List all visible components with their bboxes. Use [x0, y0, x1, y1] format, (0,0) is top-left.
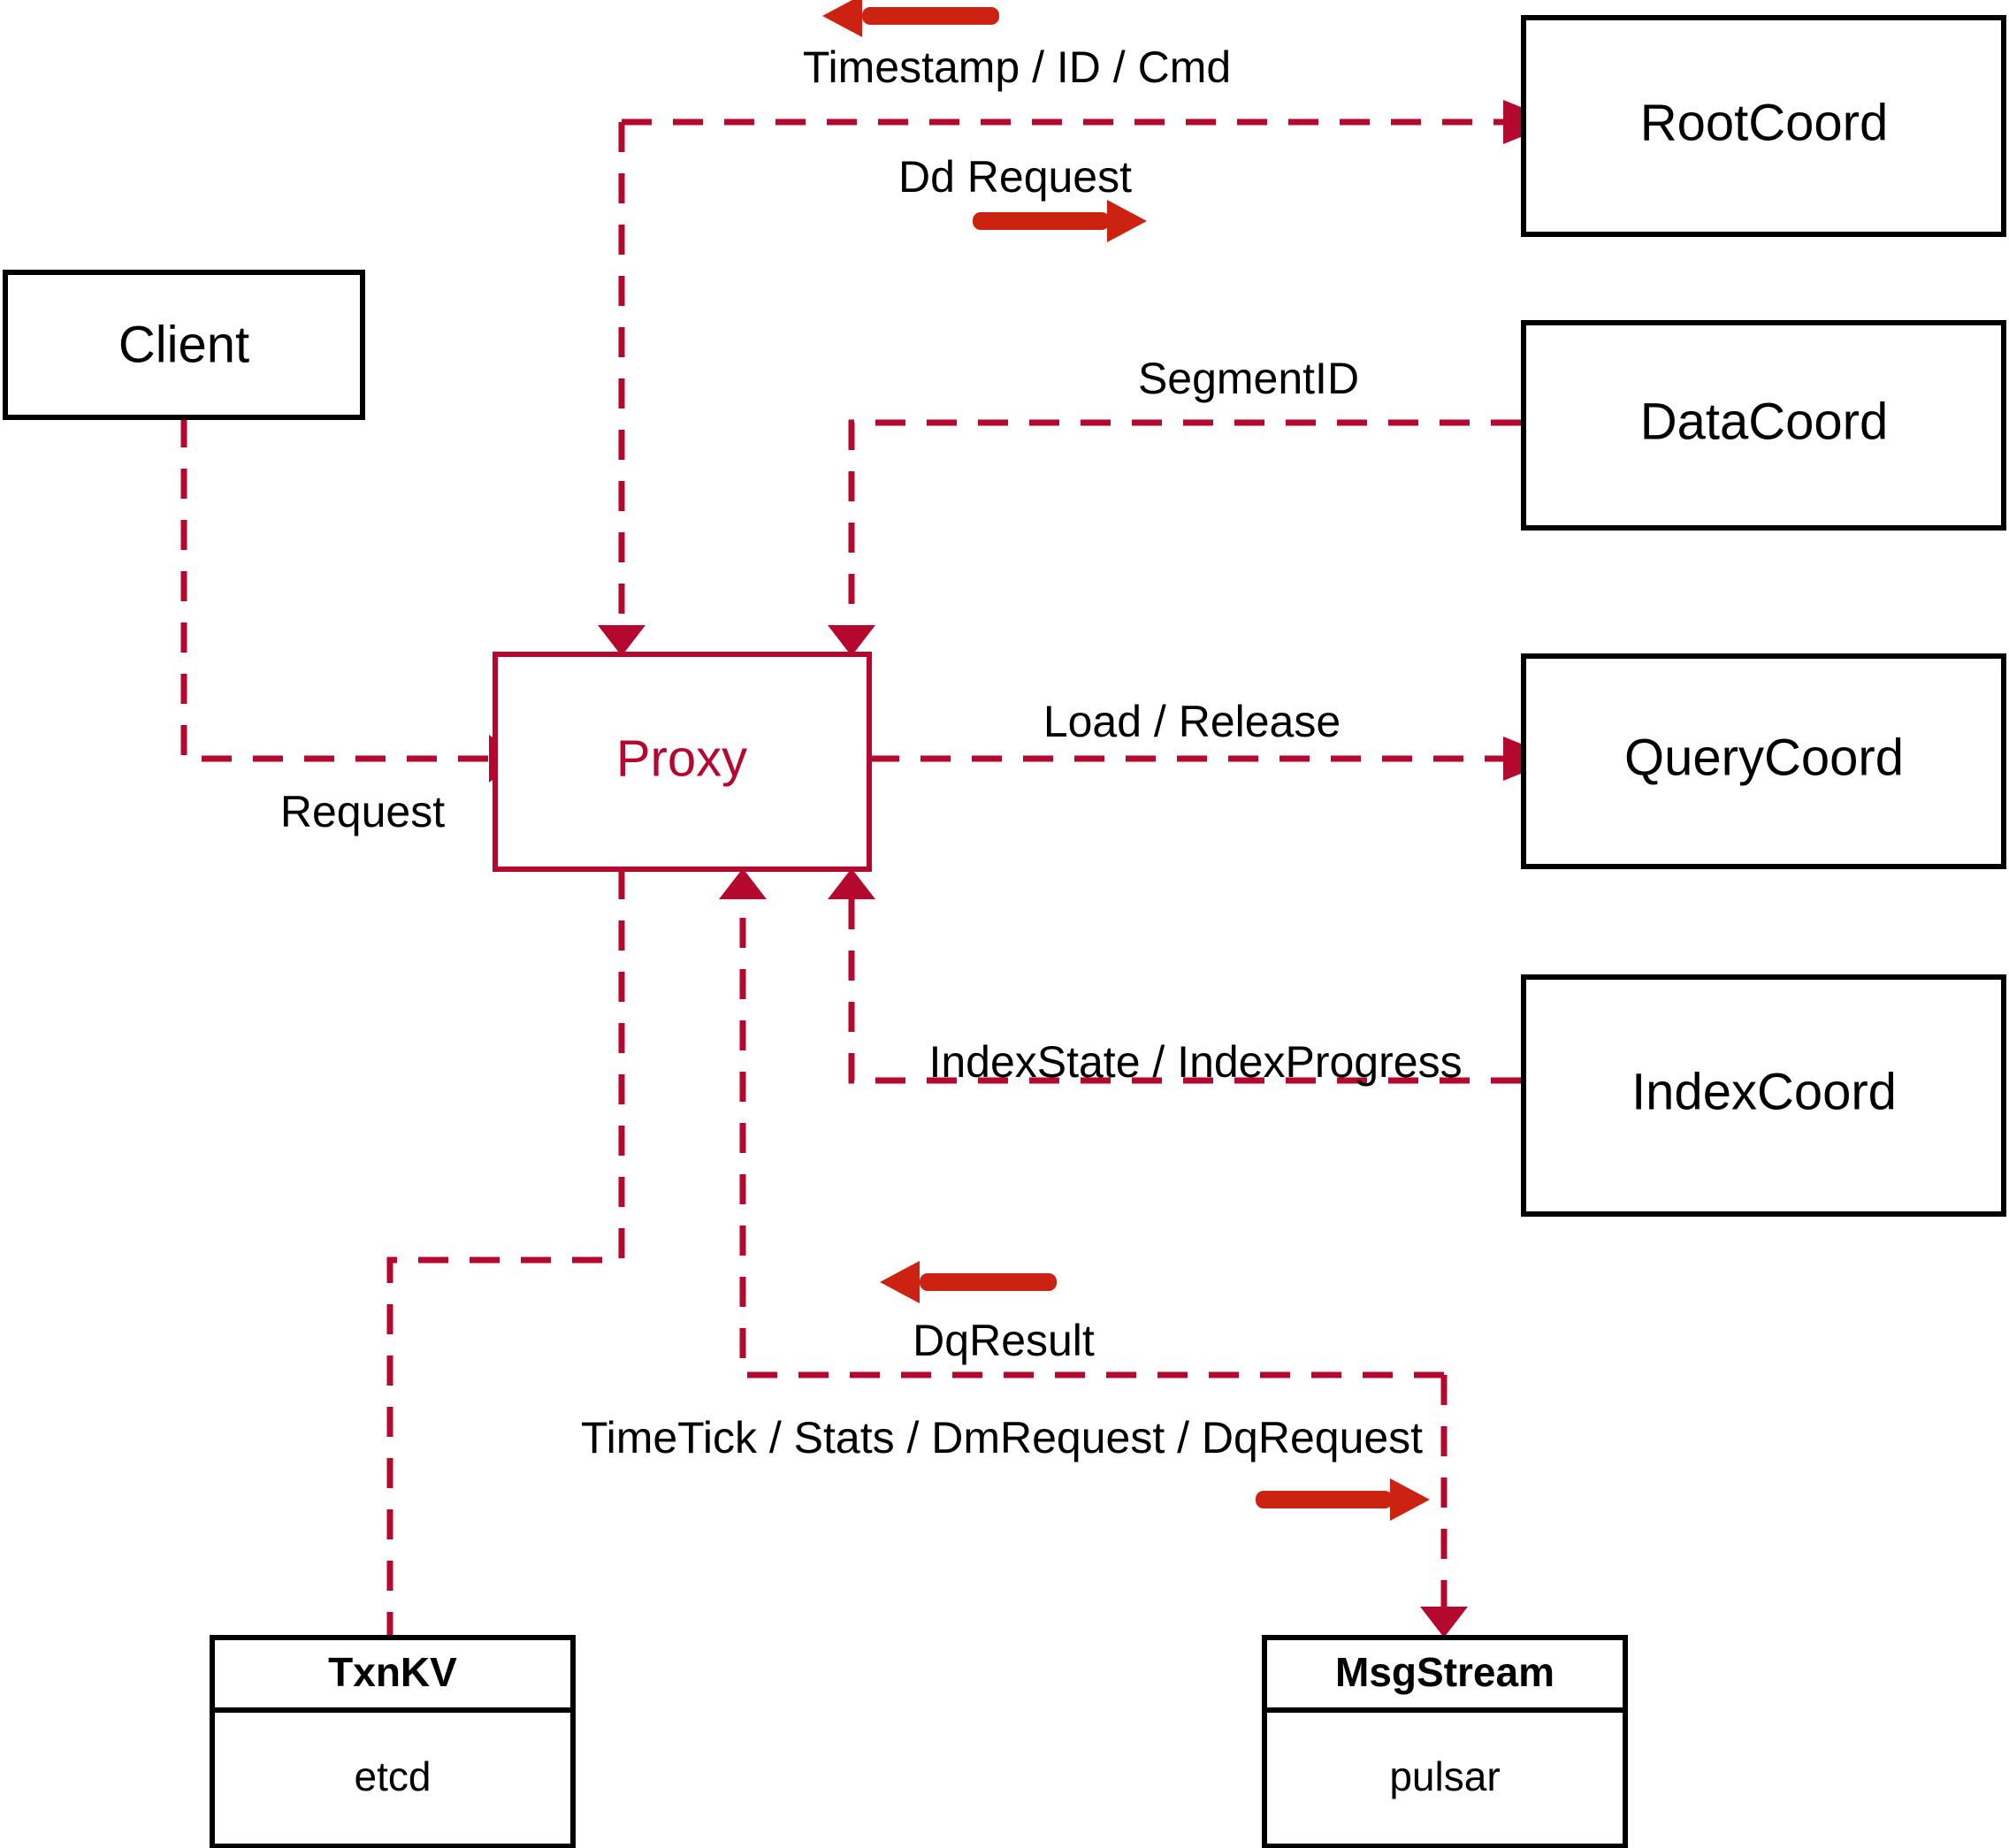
node-query-coord-label: QueryCoord [1624, 729, 1904, 786]
node-msgstream-title: MsgStream [1335, 1649, 1554, 1695]
node-txnkv[interactable] [210, 1635, 576, 1848]
edge-timestamp-id-cmd [598, 122, 645, 656]
edge-timestamp-id-cmd-arrowhead [598, 625, 645, 656]
edge-segment-id-arrowhead [828, 625, 875, 656]
node-client-label: Client [118, 316, 249, 373]
direction-arrow-timestamp-left [822, 0, 999, 37]
direction-arrow-dd-request-right [973, 200, 1147, 242]
node-root-coord[interactable] [1521, 15, 2006, 237]
node-data-coord[interactable] [1521, 320, 2006, 531]
edge-label-load-release: Load / Release [1043, 697, 1341, 746]
edge-proxy-txnkv [386, 869, 625, 1640]
edge-dq-result-path [739, 895, 1444, 1378]
edge-index-state [828, 868, 1521, 1084]
edge-timetick-stats-arrowhead [1420, 1607, 1468, 1638]
edge-dq-result-arrowhead [719, 868, 767, 899]
edge-label-timetick-stats: TimeTick / Stats / DmRequest / DqRequest [581, 1413, 1423, 1462]
node-client[interactable] [3, 270, 365, 420]
edge-label-dq-result: DqResult [913, 1316, 1095, 1365]
edge-timetick-stats [1420, 1375, 1468, 1638]
edge-label-index-state: IndexState / IndexProgress [928, 1037, 1462, 1087]
node-msgstream-impl: pulsar [1389, 1753, 1500, 1799]
edge-request [180, 417, 522, 783]
edge-segment-id [828, 419, 1521, 656]
edge-dd-request [622, 100, 1558, 144]
node-txnkv-title: TxnKV [328, 1649, 457, 1695]
edge-index-state-path [848, 895, 1521, 1084]
edge-label-timestamp-id-cmd: Timestamp / ID / Cmd [803, 42, 1231, 92]
node-index-coord-label: IndexCoord [1631, 1063, 1897, 1120]
node-data-coord-label: DataCoord [1640, 393, 1888, 450]
edge-segment-id-path [848, 419, 1521, 630]
direction-arrow-dq-result-left [880, 1261, 1057, 1303]
node-index-coord[interactable] [1521, 974, 2006, 1217]
node-proxy[interactable] [493, 652, 872, 872]
edge-proxy-txnkv-path [386, 869, 625, 1640]
edge-index-state-arrowhead [828, 868, 875, 899]
node-query-coord[interactable] [1521, 653, 2006, 869]
node-msgstream[interactable] [1262, 1635, 1628, 1848]
edge-label-dd-request: Dd Request [898, 152, 1132, 202]
direction-arrow-timetick-right [1256, 1478, 1430, 1521]
edge-label-request: Request [280, 787, 445, 836]
node-root-coord-label: RootCoord [1640, 94, 1888, 151]
edge-dq-result [719, 868, 1444, 1378]
edge-label-segment-id: SegmentID [1138, 354, 1359, 403]
node-txnkv-impl: etcd [355, 1753, 432, 1799]
edge-request-path [180, 417, 495, 762]
node-proxy-label: Proxy [616, 729, 747, 787]
